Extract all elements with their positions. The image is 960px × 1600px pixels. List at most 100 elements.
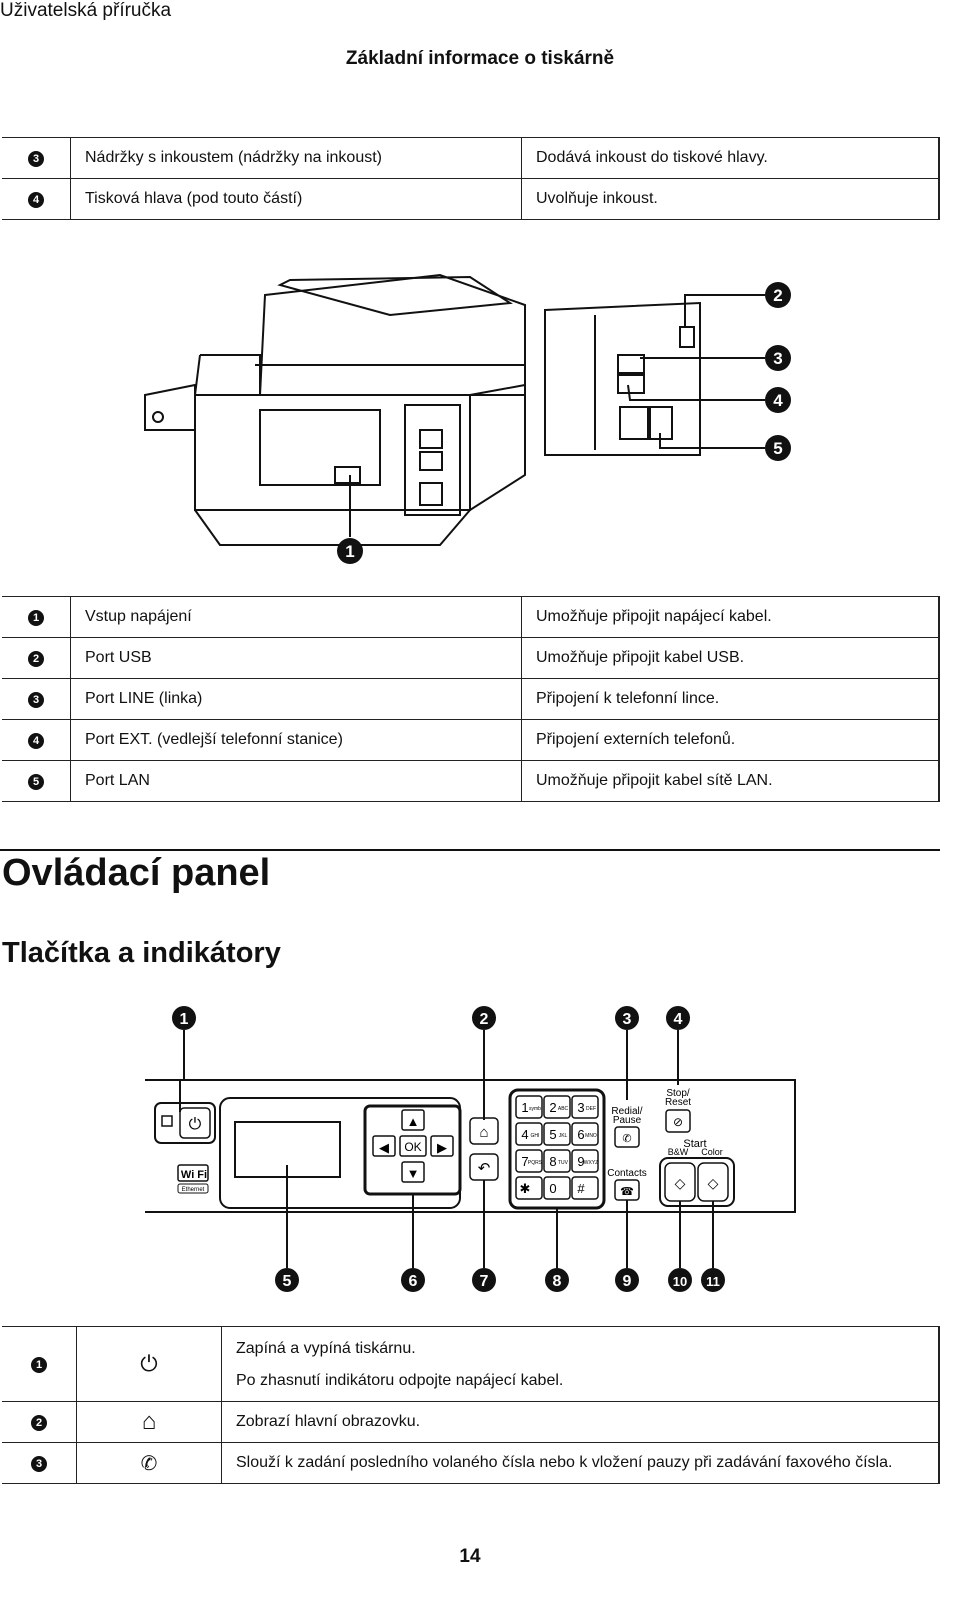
callout-number: 3	[31, 1456, 47, 1472]
port-name: Port LINE (linka)	[70, 678, 522, 720]
callout-number: 5	[28, 774, 44, 790]
table-row: 2 ⌂ Zobrazí hlavní obrazovku.	[2, 1401, 940, 1443]
redial-pause-icon: ✆	[622, 1133, 631, 1145]
port-name: Vstup napájení	[70, 596, 522, 638]
keypad-digit: 2	[549, 1100, 556, 1115]
callout-number: 4	[28, 192, 44, 208]
keypad-letters: DEF	[586, 1106, 596, 1112]
callout-marker	[472, 1268, 496, 1292]
keypad-key	[543, 1095, 571, 1119]
table-row: 3 ✆ Slouží k zadání posledního volaného …	[2, 1442, 940, 1484]
callout-marker	[666, 1006, 690, 1030]
contacts-icon: ☎	[620, 1186, 634, 1198]
keypad-key	[543, 1176, 571, 1200]
callout-label: 1	[345, 542, 354, 561]
port-description: Umožňuje připojit kabel sítě LAN.	[521, 760, 940, 802]
keypad-digit: 0	[549, 1181, 556, 1196]
keypad-key	[515, 1176, 543, 1200]
port-description: Umožňuje připojit napájecí kabel.	[521, 596, 940, 638]
keypad-key	[515, 1095, 543, 1119]
callout-label: 10	[673, 1274, 687, 1289]
callout-marker	[472, 1006, 496, 1030]
keypad-digit: 5	[549, 1127, 556, 1142]
keypad-digit: #	[577, 1181, 585, 1196]
callout-number: 1	[28, 610, 44, 626]
callout-label: 1	[180, 1011, 189, 1028]
keypad-key	[571, 1122, 599, 1146]
callout-label: 5	[773, 439, 782, 458]
callout-3-marker	[765, 345, 791, 371]
port-name: Port USB	[70, 637, 522, 679]
keypad-letters: TUV	[558, 1160, 569, 1166]
callout-2-marker	[765, 282, 791, 308]
callout-marker	[701, 1268, 725, 1292]
port-description: Umožňuje připojit kabel USB.	[521, 637, 940, 679]
callout-label: 5	[283, 1273, 292, 1290]
keypad-letters: GHI	[531, 1133, 540, 1139]
callout-label: 8	[553, 1273, 562, 1290]
contacts-label: Contacts	[607, 1168, 646, 1179]
document-header: Uživatelská příručka	[0, 0, 172, 21]
pause-label: Pause	[613, 1115, 642, 1126]
ports-table: 1 Vstup napájení Umožňuje připojit napáj…	[2, 596, 940, 802]
ok-label: OK	[404, 1140, 421, 1154]
keypad-letters: ABC	[558, 1106, 569, 1112]
callout-label: 2	[773, 286, 782, 305]
table-row: 4 Tisková hlava (pod touto částí) Uvolňu…	[2, 178, 940, 220]
port-name: Port EXT. (vedlejší telefonní stanice)	[70, 719, 522, 761]
table-row: 4 Port EXT. (vedlejší telefonní stanice)…	[2, 719, 940, 761]
table-row: 1 ⏻ Zapíná a vypíná tiskárnu. Po zhasnut…	[2, 1326, 940, 1402]
home-icon: ⌂	[76, 1401, 222, 1443]
callout-number: 2	[28, 651, 44, 667]
callout-number: 3	[28, 692, 44, 708]
power-icon: ⏻	[76, 1326, 222, 1402]
table-row: 2 Port USB Umožňuje připojit kabel USB.	[2, 637, 940, 679]
back-icon: ↶	[478, 1160, 491, 1177]
control-description: Zapíná a vypíná tiskárnu.	[236, 1340, 416, 1357]
keypad-digit: 8	[549, 1154, 556, 1169]
parts-table-top: 3 Nádržky s inkoustem (nádržky na inkous…	[2, 137, 940, 220]
keypad-letters: WXYZ	[584, 1160, 598, 1166]
part-name: Nádržky s inkoustem (nádržky na inkoust)	[70, 137, 522, 179]
callout-label: 3	[623, 1011, 632, 1028]
keypad-digit: 3	[577, 1100, 584, 1115]
callout-5-marker	[765, 435, 791, 461]
table-row: 1 Vstup napájení Umožňuje připojit napáj…	[2, 596, 940, 638]
ethernet-label: Ethernet	[182, 1187, 205, 1193]
printer-rear-illustration: 2 3 4 5 1	[144, 273, 791, 564]
start-label: Start	[683, 1138, 706, 1150]
subsection-heading: Tlačítka a indikátory	[2, 937, 281, 969]
callout-label: 11	[706, 1274, 720, 1289]
svg-text:▲: ▲	[407, 1114, 420, 1129]
keypad-key	[571, 1095, 599, 1119]
page-number: 14	[459, 1546, 481, 1567]
keypad-key	[515, 1122, 543, 1146]
callout-label: 9	[623, 1273, 632, 1290]
callout-number: 2	[31, 1415, 47, 1431]
stop-icon: ⊘	[673, 1115, 683, 1129]
callout-marker	[275, 1268, 299, 1292]
callout-label: 7	[480, 1273, 489, 1290]
table-row: 3 Port LINE (linka) Připojení k telefonn…	[2, 678, 940, 720]
part-name: Tisková hlava (pod touto částí)	[70, 178, 522, 220]
table-row: 5 Port LAN Umožňuje připojit kabel sítě …	[2, 760, 940, 802]
table-row: 3 Nádržky s inkoustem (nádržky na inkous…	[2, 137, 940, 179]
wifi-label: Wi Fi	[181, 1169, 207, 1181]
port-description: Připojení k telefonní lince.	[521, 678, 940, 720]
callout-marker	[172, 1006, 196, 1030]
reset-label: Reset	[665, 1097, 691, 1108]
keypad-key	[543, 1122, 571, 1146]
callout-1-marker	[337, 538, 363, 564]
callout-label: 4	[773, 391, 783, 410]
svg-text:◀: ◀	[379, 1140, 389, 1155]
part-description: Dodává inkoust do tiskové hlavy.	[521, 137, 940, 179]
callout-number: 3	[28, 151, 44, 167]
callout-number: 4	[28, 733, 44, 749]
start-color-icon: ◇	[708, 1175, 719, 1191]
callout-marker	[668, 1268, 692, 1292]
callout-4-marker	[765, 387, 791, 413]
control-description: Zobrazí hlavní obrazovku.	[236, 1413, 421, 1430]
callout-marker	[615, 1006, 639, 1030]
section-heading: Ovládací panel	[2, 852, 271, 894]
